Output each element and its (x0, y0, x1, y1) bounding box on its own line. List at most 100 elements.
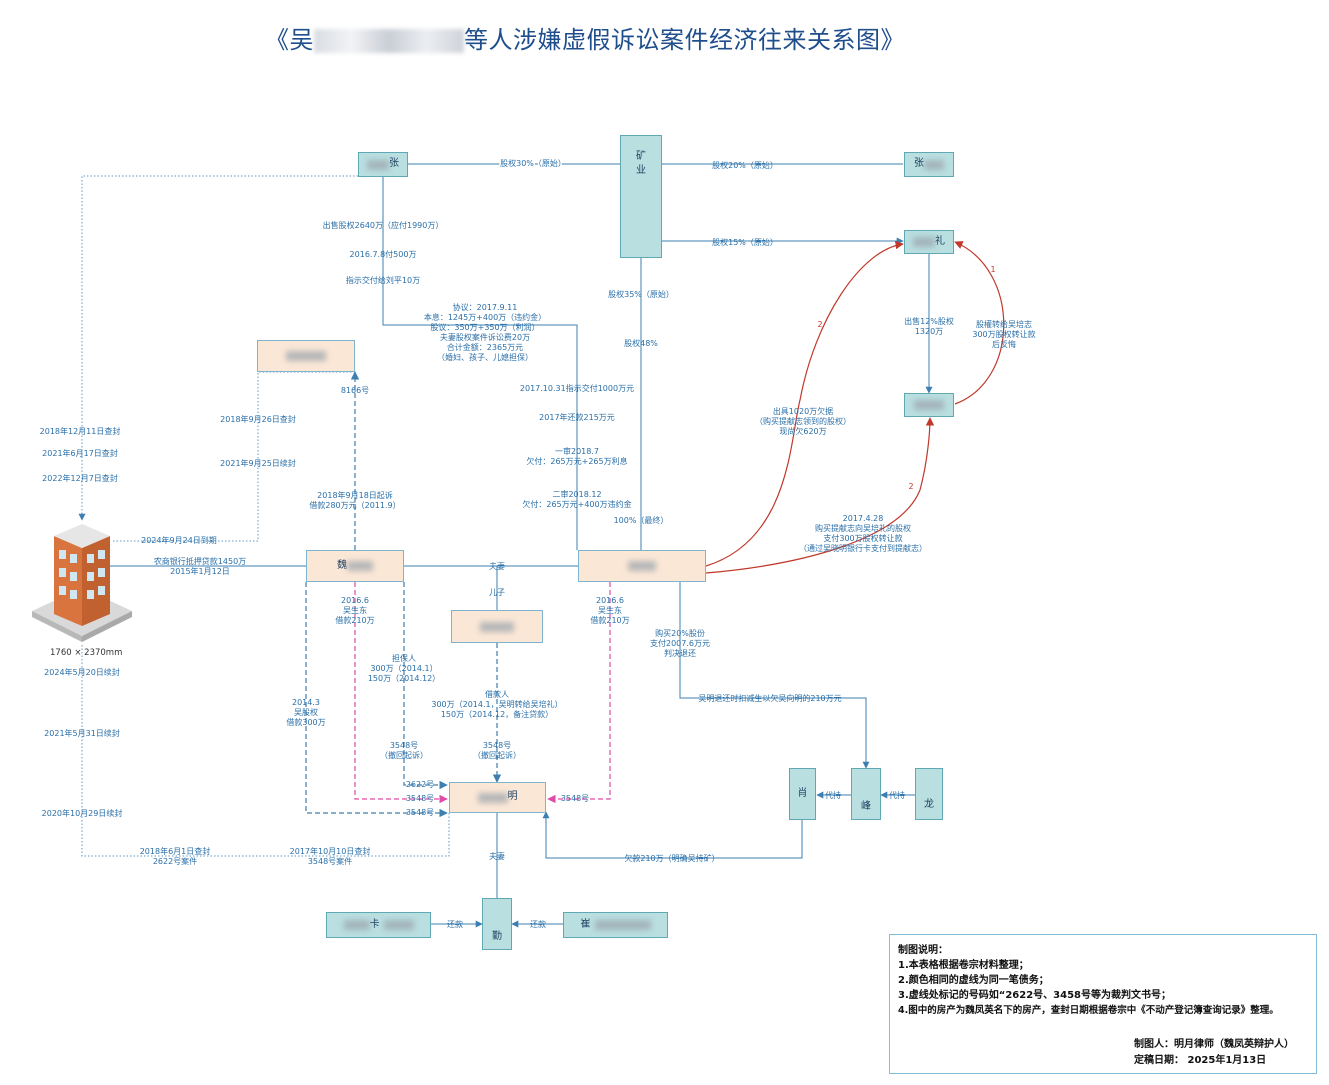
label-e33: 代持 (825, 790, 841, 800)
label-e20c: 借款210万 (335, 615, 374, 625)
label-e22b: 300万（2014.1） (370, 664, 437, 673)
node-li-label: 礼 (935, 235, 945, 247)
label-e31c: 判决退还 (664, 648, 696, 658)
legend-note: 制图说明： 1.本表格根据卷宗材料整理； 2.颜色相同的虚线为同一笔债务； 3.… (889, 934, 1317, 1074)
node-center-right (578, 550, 706, 582)
label-e3: 股权15%（原始） (712, 237, 778, 247)
dash-wei-guarantor (403, 582, 448, 790)
label-e24b: （撤回起诉） (380, 750, 428, 760)
node-long-label: 龙 (924, 798, 934, 810)
dot-building-zhang (78, 175, 358, 521)
dash-pink-right (547, 582, 611, 804)
dashed-pink (354, 582, 611, 804)
node-defendant-label: 明 (507, 791, 518, 803)
label-e32: 吴明退还时扣减生以欠吴向明的210万元 (698, 693, 841, 703)
node-blurred-top (257, 340, 355, 372)
label-e25b: （撤回起诉） (473, 750, 521, 760)
node-lb (904, 393, 954, 417)
dot-building-bottom (81, 645, 450, 857)
label-e1-fg: 股权30%（原始） (500, 158, 566, 168)
label-e29: 3548号 (406, 808, 434, 817)
label-e23a: 借款人 (485, 689, 509, 699)
node-mine-label: 矿业 (636, 151, 646, 176)
label-e4: 股权35%（原始） (608, 289, 674, 299)
edge-center-refund (679, 582, 870, 769)
label-e12b: （购买提献志领到的股权） (755, 416, 851, 426)
label-e23b: 300万（2014.1，吴明转给吴培礼） (431, 699, 562, 709)
node-card-left: 卡 (326, 912, 431, 938)
red-curves (705, 240, 1005, 574)
label-e13d: （通过吴晓明银行卡支付到提献志） (799, 543, 927, 553)
node-zhang-left-label: 张 (389, 158, 399, 170)
label-e31b: 支付2007.6万元 (650, 638, 710, 648)
edge-labels: 股权30%（原始） 股权30%（原始） 股权20%（原始） 股权15%（原始） … (40, 157, 1036, 930)
label-e22a: 担保人 (392, 653, 416, 663)
red-curve-1 (954, 241, 1005, 405)
label-e36: 夫妻 (489, 851, 505, 861)
label-e21a: 2016.6 (596, 596, 624, 605)
label-b2a: 2017年10月10日查封 (290, 846, 371, 856)
label-e5: 股权48% (624, 338, 658, 348)
label-e23c: 150万（2014.12，备注贷款） (441, 709, 553, 719)
label-e24a: 3548号 (390, 741, 418, 750)
node-son (451, 610, 543, 643)
node-wei: 魏 (306, 550, 404, 582)
label-e8f: 欠付：265万元+400万违约金 (522, 499, 631, 509)
label-left3: 2022年12月7日查封 (42, 473, 118, 483)
note-item-1: 1.本表格根据卷宗材料整理； (898, 960, 1029, 971)
node-zhang-left: 张 (358, 152, 408, 177)
label-left5: 2021年5月31日续封 (44, 728, 120, 738)
label-e2: 股权20%（原始） (712, 160, 778, 170)
label-left4: 2024年5月20日续封 (44, 667, 120, 677)
label-e10a: 出售12%股权 (904, 316, 954, 326)
label-e18b: 2015年1月12日 (170, 566, 230, 576)
node-card-right: 崔 (563, 912, 668, 938)
node-xiao-label: 肖 (797, 787, 808, 799)
label-e25a: 3548号 (483, 741, 511, 750)
label-e22c: 150万（2014.12） (368, 674, 440, 683)
label-e6a: 出售股权2640万（应付1990万） (323, 220, 444, 230)
label-e13a: 2017.4.28 (843, 514, 884, 523)
label-e21c: 借款210万 (590, 615, 629, 625)
note-date: 定稿日期： 2025年1月13日 (1134, 1055, 1267, 1066)
node-mine: 矿业 (620, 135, 662, 258)
label-e14: 8166号 (341, 386, 369, 395)
label-e28: 3548号 (406, 794, 434, 803)
label-e21b: 吴生东 (598, 605, 622, 615)
label-e8a: 2017.10.31指示交付1000万元 (520, 383, 634, 393)
red-curve-2a (705, 240, 904, 567)
dash-pink-left (354, 582, 448, 804)
label-e16a: 2018年9月18日起诉 (317, 490, 393, 500)
label-b2b: 3548号案件 (308, 856, 352, 866)
node-wei-label: 魏 (337, 559, 347, 571)
label-e26c: 借款300万 (286, 717, 325, 727)
label-left1: 2018年12月11日查封 (40, 426, 121, 436)
note-heading: 制图说明： (898, 945, 948, 956)
note-item-2: 2.颜色相同的虚线为同一笔债务； (898, 975, 1049, 986)
note-item-4: 4.图中的房产为魏凤英名下的房产，查封日期根据卷宗中《不动产登记簿查询记录》整理… (898, 1005, 1279, 1016)
label-e15a: 2018年9月26日查封 (220, 414, 296, 424)
label-b1a: 2018年6月1日查封 (140, 846, 211, 856)
label-e35: 欠款210万（明确吴持矿） (624, 853, 719, 863)
label-e34: 代持 (889, 790, 905, 800)
label-e10b: 1320万 (915, 327, 943, 336)
label-e8d: 欠付：265万元+265万利息 (526, 456, 627, 466)
node-mian-label: 勤 (492, 930, 502, 942)
node-li: 礼 (904, 230, 954, 254)
label-e7a: 协议：2017.9.11 (453, 302, 518, 312)
label-e8b: 2017年还款215万元 (539, 412, 615, 422)
label-e11c: 后反悔 (992, 339, 1016, 349)
label-e7b: 本息：1245万+400万（违约金） (424, 312, 546, 322)
label-e31a: 购买20%股份 (655, 628, 705, 638)
node-mian: 勤 (482, 898, 512, 950)
label-num1: 1 (990, 265, 995, 274)
title-suffix: 等人涉嫌虚假诉讼案件经济往来关系图》 (464, 26, 905, 54)
solid-connectors (108, 163, 933, 928)
node-long: 龙 (915, 768, 943, 820)
edge-xiao-defendant (542, 811, 803, 859)
label-e38: 还款 (530, 919, 546, 929)
label-e12a: 出具1020万欠据 (773, 406, 833, 416)
label-e13b: 购买提献志向吴培礼的股权 (815, 523, 911, 533)
node-feng-label: 峰 (861, 800, 871, 812)
